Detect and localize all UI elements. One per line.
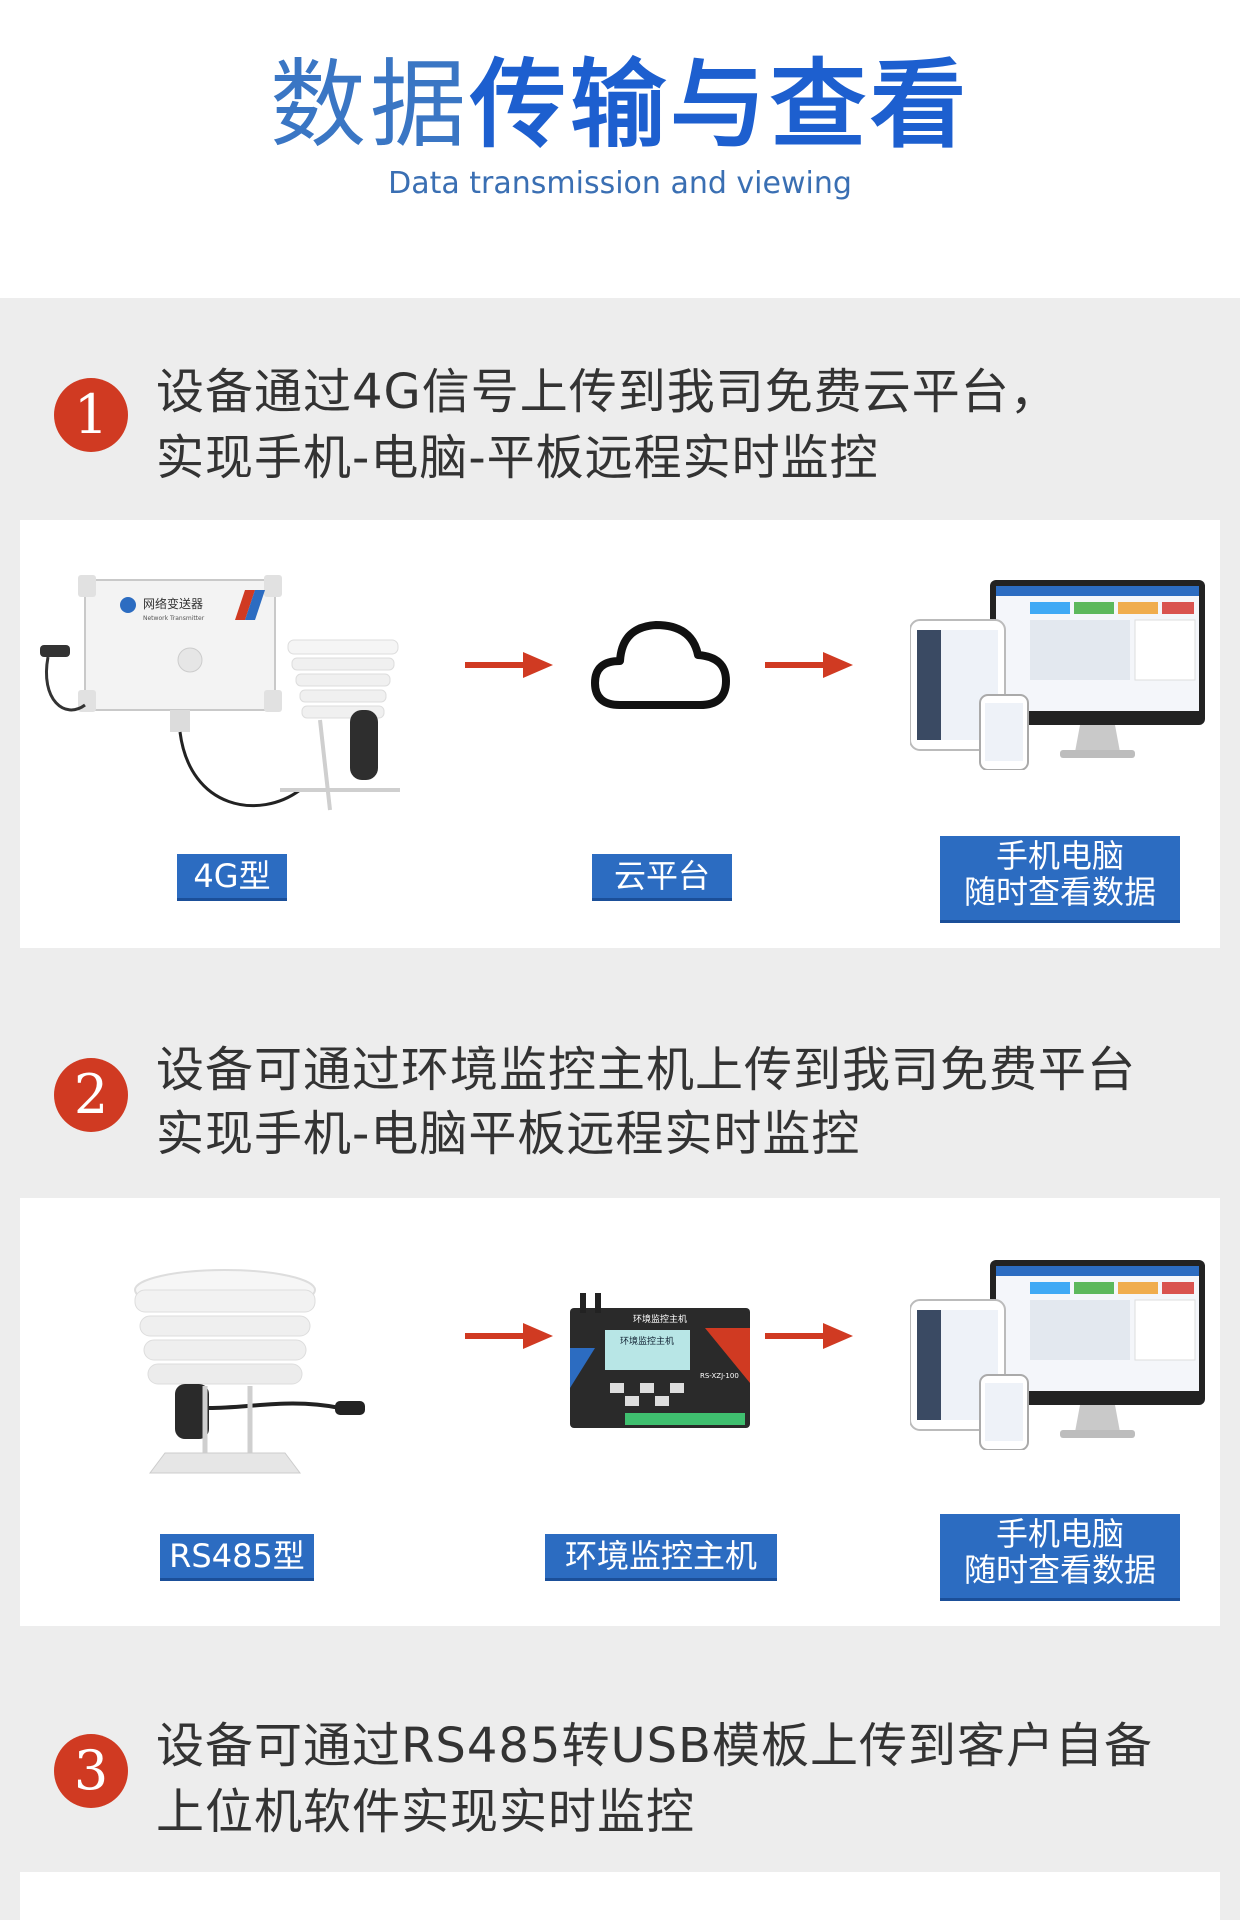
label-view-anytime: 手机电脑 随时查看数据 <box>940 836 1180 923</box>
arrow-right-icon <box>765 1323 853 1349</box>
title-part-1: 数据 <box>270 49 470 161</box>
step-1-line-2: 实现手机-电脑-平板远程实时监控 <box>156 430 879 486</box>
step-2-line-2: 实现手机-电脑平板远程实时监控 <box>156 1106 861 1162</box>
arrow-right-icon <box>465 1323 553 1349</box>
step-3-card <box>20 1872 1220 1920</box>
page-subtitle: Data transmission and viewing <box>388 166 852 201</box>
page-title: 数据传输与查看 <box>0 50 1240 160</box>
label-monitoring-host: 环境监控主机 <box>545 1534 777 1581</box>
step-3-line-1: 设备可通过RS485转USB模板上传到客户自备 <box>156 1718 1153 1774</box>
label-view-line-2: 随时查看数据 <box>963 1551 1156 1589</box>
monitoring-host-image: 环境监控主机 环境监控主机 RS-XZJ-100 <box>570 1293 750 1428</box>
step-1-line-1: 设备通过4G信号上传到我司免费云平台， <box>156 364 1059 420</box>
label-view-line-1: 手机电脑 <box>995 837 1124 875</box>
step-1-card: 网络变送器 Network Transmitter <box>20 520 1220 948</box>
rs485-shelter-image <box>134 1269 365 1474</box>
label-view-anytime: 手机电脑 随时查看数据 <box>940 1514 1180 1601</box>
label-view-line-1: 手机电脑 <box>995 1515 1124 1553</box>
step-3-line-2: 上位机软件实现实时监控 <box>156 1784 696 1840</box>
cloud-icon <box>591 621 730 709</box>
devices-monitor-image <box>910 580 1205 770</box>
device-brand-sub: Network Transmitter <box>143 615 205 622</box>
host-title-text: 环境监控主机 <box>633 1313 687 1325</box>
label-cloud-platform: 云平台 <box>592 854 732 901</box>
host-screen-text: 环境监控主机 <box>620 1335 674 1347</box>
step-2-card: 环境监控主机 环境监控主机 RS-XZJ-100 RS485型 环境监 <box>20 1198 1220 1626</box>
arrow-right-icon <box>765 652 853 678</box>
step-2-number-badge: 2 <box>54 1058 128 1132</box>
arrow-right-icon <box>465 652 553 678</box>
step-1-number-badge: 1 <box>54 378 128 452</box>
host-model-text: RS-XZJ-100 <box>700 1372 739 1380</box>
label-4g-type: 4G型 <box>177 854 287 901</box>
devices-monitor-image <box>910 1260 1205 1450</box>
device-brand-text: 网络变送器 <box>143 596 203 611</box>
4g-transmitter-image: 网络变送器 Network Transmitter <box>40 575 400 811</box>
step-3-number-badge: 3 <box>54 1734 128 1808</box>
label-rs485-type: RS485型 <box>160 1534 314 1581</box>
step-2-line-1: 设备可通过环境监控主机上传到我司免费平台 <box>156 1042 1137 1098</box>
title-part-2: 传输与查看 <box>470 49 970 161</box>
label-view-line-2: 随时查看数据 <box>963 873 1156 911</box>
